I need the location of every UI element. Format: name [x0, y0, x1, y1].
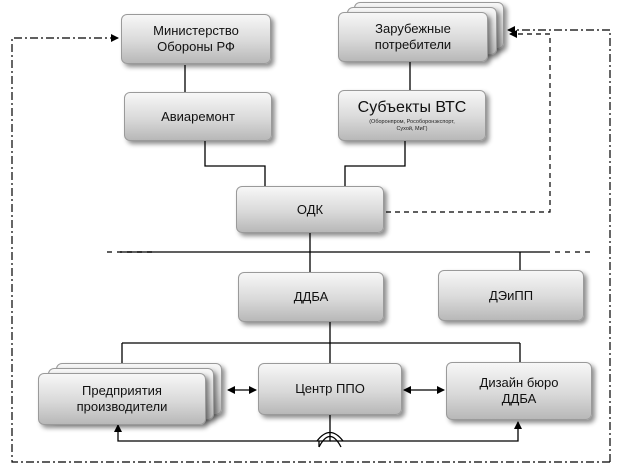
node-design-bureau: Дизайн бюро ДДБА — [446, 362, 592, 420]
node-manufacturing-enterprises: Предприятия производители — [38, 373, 206, 425]
node-foreign-consumers-label: Зарубежные потребители — [374, 21, 452, 52]
node-odk-label: ОДК — [296, 201, 324, 217]
feedback-connectors — [114, 415, 522, 448]
node-aviaremont: Авиаремонт — [124, 92, 272, 141]
node-ppo-center-label: Центр ППО — [295, 381, 365, 396]
node-ministry-of-defense-label: Министерство Обороны РФ — [153, 23, 239, 54]
hierarchy-connectors — [120, 62, 545, 373]
node-deipp: ДЭиПП — [438, 270, 584, 321]
node-ppo-center: Центр ППО — [258, 363, 402, 415]
node-vts-subjects: Субъекты ВТС (Оборонпром, Рособоронэкспо… — [338, 90, 486, 141]
node-foreign-consumers: Зарубежные потребители — [338, 12, 488, 62]
node-design-bureau-label: Дизайн бюро ДДБА — [479, 375, 559, 406]
node-odk: ОДК — [236, 186, 384, 233]
node-ddba-label: ДДБА — [293, 289, 329, 304]
node-aviaremont-label: Авиаремонт — [161, 108, 235, 124]
node-deipp-label: ДЭиПП — [488, 287, 534, 303]
odk-foreign-dashed — [386, 30, 551, 213]
feedback-loops — [11, 26, 611, 463]
node-vts-subjects-sublabel: (Оборонпром, Рособоронэкспорт, Сухой, Ми… — [369, 118, 455, 132]
node-vts-subjects-label: Субъекты ВТС — [357, 98, 467, 116]
node-manufacturing-enterprises-label: Предприятия производители — [76, 383, 168, 414]
node-ddba: ДДБА — [238, 272, 384, 322]
node-ministry-of-defense: Министерство Обороны РФ — [121, 14, 271, 64]
